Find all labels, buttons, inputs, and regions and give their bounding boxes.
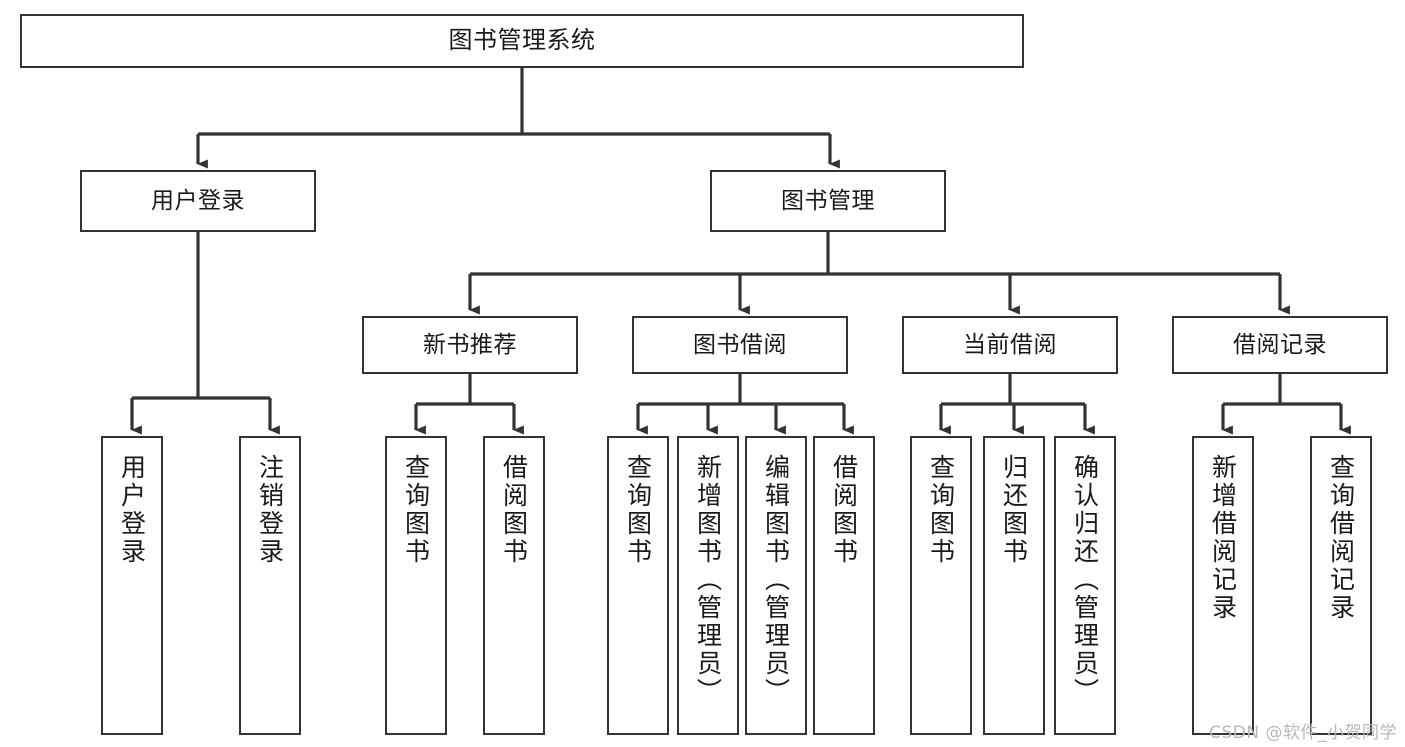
node-borrow-record[interactable]: 借阅记录 xyxy=(1172,316,1388,374)
node-leaf-query-book-rec[interactable]: 查询图书 xyxy=(385,436,447,735)
node-leaf-return-book-label: 归还图书 xyxy=(999,454,1029,566)
node-root-label: 图书管理系统 xyxy=(448,26,596,55)
node-leaf-edit-book[interactable]: 编辑图书（管理员） xyxy=(745,436,807,735)
node-leaf-user-login-label: 用户登录 xyxy=(117,454,147,566)
node-leaf-borrow-book[interactable]: 借阅图书 xyxy=(813,436,875,735)
node-leaf-logout[interactable]: 注销登录 xyxy=(239,436,301,735)
node-leaf-borrow-book-rec-label: 借阅图书 xyxy=(499,454,529,566)
node-book-borrow-label: 图书借阅 xyxy=(693,331,787,358)
node-borrow-record-label: 借阅记录 xyxy=(1233,331,1327,358)
node-book-borrow[interactable]: 图书借阅 xyxy=(632,316,848,374)
node-current-borrow-label: 当前借阅 xyxy=(963,331,1057,358)
node-new-book-rec[interactable]: 新书推荐 xyxy=(362,316,578,374)
node-root[interactable]: 图书管理系统 xyxy=(20,14,1024,68)
node-leaf-borrow-book-rec[interactable]: 借阅图书 xyxy=(483,436,545,735)
node-leaf-query-book-borrow[interactable]: 查询图书 xyxy=(607,436,669,735)
node-leaf-borrow-book-label: 借阅图书 xyxy=(829,454,859,566)
node-leaf-query-book-cur-label: 查询图书 xyxy=(926,454,956,566)
node-leaf-query-book-cur[interactable]: 查询图书 xyxy=(910,436,972,735)
node-leaf-add-record[interactable]: 新增借阅记录 xyxy=(1192,436,1254,735)
node-user-login-label: 用户登录 xyxy=(151,187,245,214)
node-leaf-logout-label: 注销登录 xyxy=(255,454,285,566)
node-new-book-rec-label: 新书推荐 xyxy=(423,331,517,358)
node-user-login[interactable]: 用户登录 xyxy=(80,170,316,232)
node-leaf-query-record[interactable]: 查询借阅记录 xyxy=(1310,436,1372,735)
node-leaf-query-book-rec-label: 查询图书 xyxy=(401,454,431,566)
node-book-manage-label: 图书管理 xyxy=(781,187,875,214)
node-leaf-return-book[interactable]: 归还图书 xyxy=(983,436,1045,735)
node-leaf-add-book-label: 新增图书（管理员） xyxy=(693,454,723,706)
node-leaf-query-record-label: 查询借阅记录 xyxy=(1326,454,1356,622)
node-leaf-add-record-label: 新增借阅记录 xyxy=(1208,454,1238,622)
node-book-manage[interactable]: 图书管理 xyxy=(710,170,946,232)
node-leaf-confirm-return[interactable]: 确认归还（管理员） xyxy=(1054,436,1116,735)
node-leaf-edit-book-label: 编辑图书（管理员） xyxy=(761,454,791,706)
node-leaf-add-book[interactable]: 新增图书（管理员） xyxy=(677,436,739,735)
watermark: CSDN @软件_小贺同学 xyxy=(1209,723,1397,743)
node-current-borrow[interactable]: 当前借阅 xyxy=(902,316,1118,374)
node-leaf-query-book-borrow-label: 查询图书 xyxy=(623,454,653,566)
node-leaf-confirm-return-label: 确认归还（管理员） xyxy=(1070,454,1100,706)
node-leaf-user-login[interactable]: 用户登录 xyxy=(101,436,163,735)
